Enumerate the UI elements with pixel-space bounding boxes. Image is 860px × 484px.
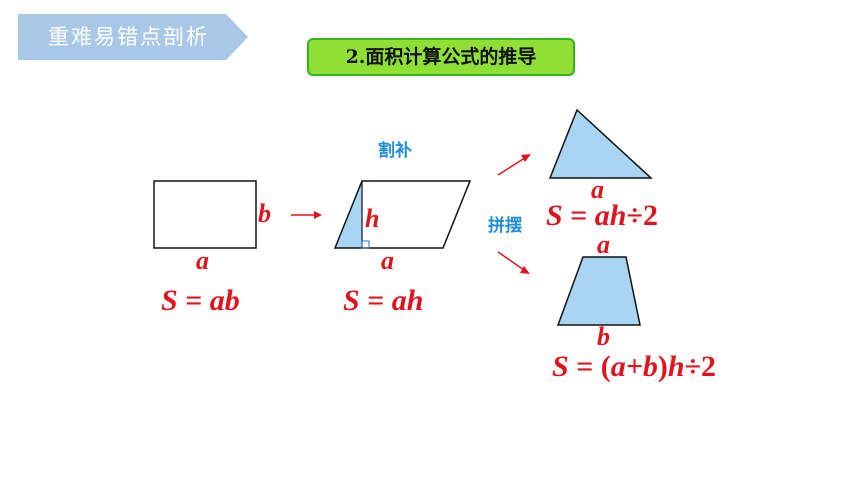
parallelogram-base-a: a: [381, 246, 394, 275]
trapezoid-formula: S = (a+b)h÷2: [552, 350, 716, 384]
triangle-shape: [548, 108, 653, 179]
formula-rhs: ah: [391, 284, 424, 317]
rectangle-side-b: b: [258, 199, 271, 228]
right-angle-mark: [361, 240, 370, 249]
trapezoid-shape: [556, 256, 641, 326]
trapezoid-top-a: a: [597, 230, 610, 259]
formula-S: S: [552, 350, 569, 383]
formula-tail: ÷2: [684, 350, 717, 383]
rectangle-shape: [153, 180, 257, 249]
arrow-to-triangle: [497, 154, 531, 176]
banner-shape: [18, 14, 248, 60]
formula-S: S: [546, 199, 563, 232]
triangle-base-a: a: [591, 175, 604, 204]
formula-sum: a+b: [610, 350, 658, 383]
parallelogram-height-h: h: [365, 204, 380, 233]
banner-text: 重难易错点剖析: [48, 25, 209, 49]
rectangle-formula: S = ab: [161, 284, 240, 318]
section-title: 2.面积计算公式的推导: [307, 38, 575, 76]
formula-equals: =: [562, 199, 595, 232]
formula-tail: ÷2: [626, 199, 658, 232]
formula-rhs: ah: [594, 199, 627, 232]
formula-equals: =: [359, 284, 392, 317]
put-together-label: 拼摆: [488, 216, 522, 236]
formula-rhs: ab: [209, 284, 240, 317]
triangle-formula: S = ah÷2: [546, 199, 658, 233]
parallelogram-shape: [333, 180, 472, 249]
parallelogram-formula: S = ah: [343, 284, 423, 318]
formula-S: S: [343, 284, 360, 317]
formula-open-paren: (: [600, 350, 611, 383]
formula-equals: =: [568, 350, 601, 383]
section-banner: 重难易错点剖析: [18, 14, 248, 60]
trapezoid-bottom-b: b: [597, 322, 610, 351]
cut-fill-label: 割补: [378, 141, 412, 161]
arrow-to-parallelogram: [291, 211, 322, 219]
formula-h: h: [667, 350, 685, 383]
formula-close-paren: ): [657, 350, 668, 383]
formula-equals: =: [177, 284, 210, 317]
rectangle-side-a: a: [196, 246, 209, 275]
arrow-to-trapezoid: [497, 251, 530, 274]
formula-S: S: [161, 284, 178, 317]
